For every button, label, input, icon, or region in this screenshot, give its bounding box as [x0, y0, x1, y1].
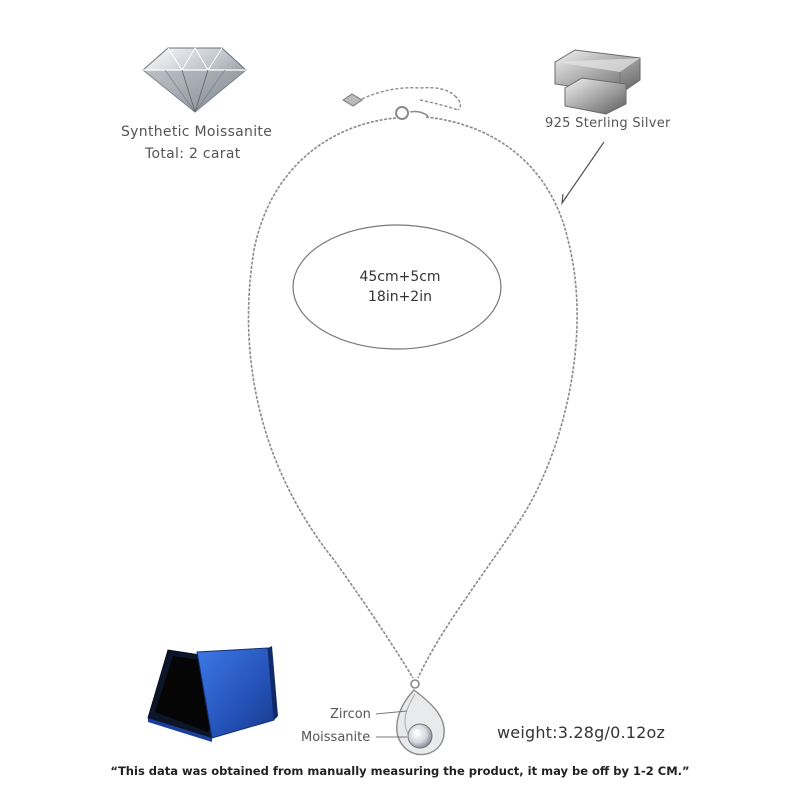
silver-pointer-line: [561, 141, 605, 206]
zircon-label: Zircon: [330, 707, 371, 722]
clasp-icon: [342, 86, 462, 120]
stone-name-label: Synthetic Moissanite: [121, 124, 273, 140]
weight-label: weight:3.28g/0.12oz: [497, 723, 666, 742]
gem-icon: [142, 47, 247, 113]
stone-total-carat: Total: 2 carat: [145, 146, 241, 162]
metal-label: 925 Sterling Silver: [545, 116, 671, 131]
silver-bar-icon: [554, 49, 641, 115]
moissanite-label: Moissanite: [301, 730, 371, 745]
length-ellipse: [292, 224, 502, 350]
zircon-pointer-line: [375, 710, 408, 715]
necklace-chain: [247, 116, 578, 679]
length-metric: 45cm+5cm: [359, 269, 441, 285]
gift-box-icon: [147, 646, 278, 742]
disclaimer-note: “This data was obtained from manually me…: [110, 764, 690, 778]
pendant-icon: [396, 679, 445, 756]
length-imperial: 18in+2in: [368, 289, 432, 305]
